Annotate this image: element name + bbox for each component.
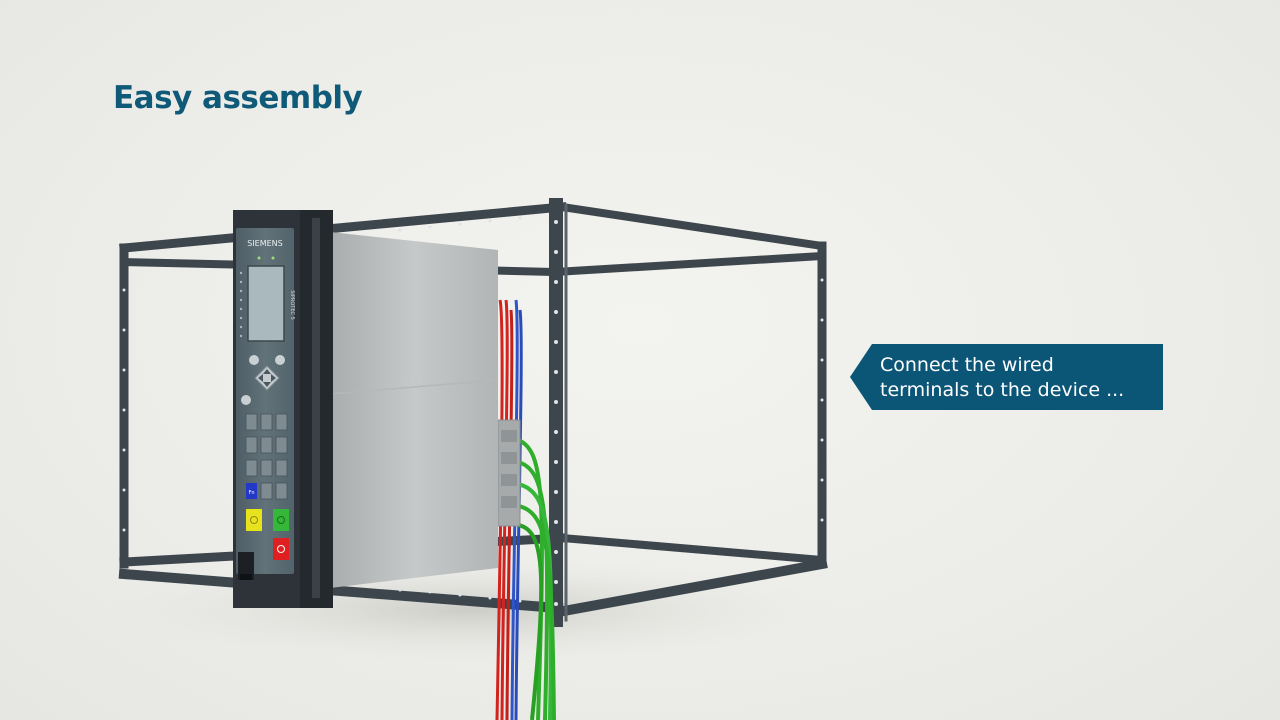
key-open-red[interactable] — [273, 538, 289, 560]
nav-right-icon[interactable] — [271, 374, 276, 382]
callout-arrow-shape — [850, 344, 1163, 410]
device-brand: SIEMENS — [247, 239, 283, 248]
device-model-text: SIPROTEC 5 — [289, 290, 295, 320]
softkey-right[interactable] — [275, 355, 285, 365]
callout-line-1: Connect the wired — [880, 354, 1054, 376]
floor-shadow — [90, 555, 850, 665]
device-display — [247, 265, 285, 342]
navigation-pad[interactable] — [254, 365, 280, 391]
nav-up-icon[interactable] — [263, 369, 271, 374]
numeric-keypad[interactable] — [245, 413, 288, 500]
softkey-left[interactable] — [249, 355, 259, 365]
page-title: Easy assembly — [113, 80, 363, 116]
escape-key[interactable] — [241, 395, 251, 405]
nav-left-icon[interactable] — [258, 374, 263, 382]
key-yellow[interactable] — [246, 509, 262, 531]
fn-key[interactable] — [246, 483, 257, 499]
nav-down-icon[interactable] — [263, 382, 271, 387]
key-close-green[interactable] — [273, 509, 289, 531]
rack-holes — [122, 216, 824, 606]
callout-banner: Connect the wired terminals to the devic… — [850, 344, 1163, 410]
callout-line-2: terminals to the device ... — [880, 379, 1125, 401]
fn-key-label: Fn — [248, 490, 254, 496]
usb-port — [238, 552, 254, 580]
device-enclosure — [330, 232, 498, 588]
